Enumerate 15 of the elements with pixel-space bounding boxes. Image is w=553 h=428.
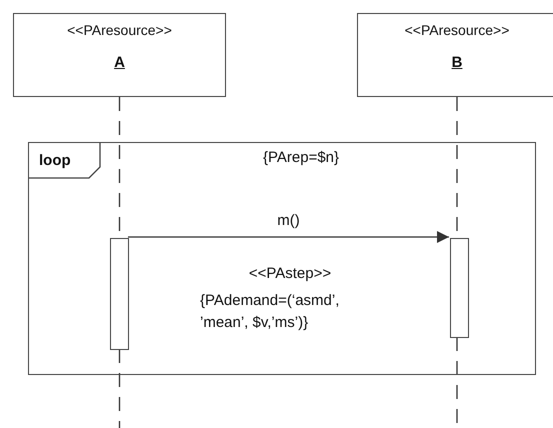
activation-bar [110,238,129,350]
constraint-note: {PAdemand=(‘asmd’, ’mean’, $v,’ms’)} [200,291,340,333]
stereotype-text: <<PAresource>> [67,22,172,38]
message-arrow [128,231,449,243]
participant-name: B [452,54,462,71]
constraint-note: <<PAstep>> [248,265,332,282]
edge-label: m() [277,212,300,229]
guard-text: {PArep=$n} [262,149,340,166]
participant-box [13,13,226,97]
activation-bar [450,238,469,338]
participant-box [357,13,553,97]
stereotype-text: <<PAresource>> [404,22,510,38]
participant-name: A [114,54,125,71]
operator-label: loop [39,152,71,169]
loop-frame [28,142,536,375]
